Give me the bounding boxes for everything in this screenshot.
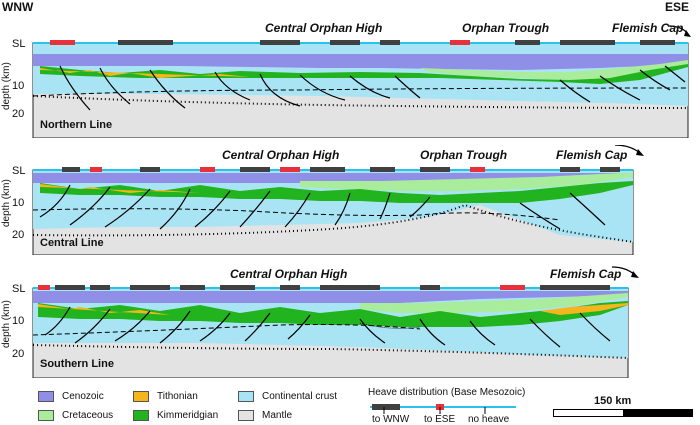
- southern-tick-10: 10: [12, 315, 25, 327]
- central-region-central-orphan-high: Central Orphan High: [222, 148, 340, 162]
- legend-cretaceous: Cretaceous: [38, 410, 113, 421]
- legend-label-kimmeridgian: Kimmeridgian: [157, 410, 219, 421]
- northern-region-flemish-cap: Flemish Cap: [612, 21, 684, 35]
- legend-label-continental-crust: Continental crust: [262, 391, 338, 402]
- legend-tithonian: Tithonian: [133, 391, 198, 402]
- legend-label-cenozoic: Cenozoic: [62, 391, 104, 402]
- panel-southern: Central Orphan High Flemish Cap SL 10 20…: [0, 263, 700, 378]
- southern-region-central-orphan-high: Central Orphan High: [230, 267, 348, 281]
- panel-central: Central Orphan High Orphan Trough Flemis…: [0, 145, 700, 255]
- northern-axis-label: depth (km): [1, 62, 12, 110]
- legend-mantle: Mantle: [238, 410, 292, 421]
- northern-line-label: Northern Line: [40, 119, 113, 131]
- scale-bar: [553, 409, 693, 417]
- heave-label-no-heave: no heave: [468, 414, 510, 425]
- panel-northern: Central Orphan High Orphan Trough Flemis…: [0, 18, 700, 138]
- legend-swatch-kimmeridgian: [133, 410, 149, 421]
- northern-tick-sl: SL: [12, 38, 26, 50]
- heave-title: Heave distribution (Base Mesozoic): [368, 387, 526, 398]
- heave-label-to-ese: to ESE: [424, 414, 456, 425]
- southern-line-label: Southern Line: [40, 358, 114, 370]
- ese-label: ESE: [665, 0, 690, 14]
- legend-label-cretaceous: Cretaceous: [62, 410, 114, 421]
- legend-swatch-cenozoic: [38, 391, 54, 402]
- scale-label: 150 km: [594, 395, 632, 407]
- northern-region-central-orphan-high: Central Orphan High: [265, 21, 383, 35]
- central-tick-10: 10: [12, 197, 25, 209]
- legend-label-tithonian: Tithonian: [157, 391, 198, 402]
- heave-bar-graphic: [370, 404, 516, 414]
- legend-swatch-continental-crust: [238, 391, 254, 402]
- central-line-label: Central Line: [40, 237, 104, 249]
- legend-continental-crust: Continental crust: [238, 391, 337, 402]
- legend-swatch-mantle: [238, 410, 254, 421]
- legend: Cenozoic Cretaceous Tithonian Kimmeridgi…: [0, 383, 700, 425]
- northern-tick-20: 20: [12, 108, 25, 120]
- southern-tick-sl: SL: [12, 283, 26, 295]
- northern-tick-10: 10: [12, 80, 25, 92]
- southern-tick-20: 20: [12, 348, 25, 360]
- central-region-flemish-cap: Flemish Cap: [556, 148, 628, 162]
- legend-swatch-tithonian: [133, 391, 149, 402]
- central-region-orphan-trough: Orphan Trough: [420, 148, 508, 162]
- legend-swatch-cretaceous: [38, 410, 54, 421]
- legend-cenozoic: Cenozoic: [38, 391, 104, 402]
- legend-kimmeridgian: Kimmeridgian: [133, 410, 218, 421]
- southern-region-flemish-cap: Flemish Cap: [550, 267, 622, 281]
- legend-label-mantle: Mantle: [262, 410, 293, 421]
- wnw-label: WNW: [2, 0, 34, 14]
- southern-axis-label: depth (km): [1, 300, 12, 348]
- southern-section-graphic: [32, 266, 639, 378]
- heave-label-to-wnw: to WNW: [372, 414, 410, 425]
- northern-section-graphic: [32, 25, 691, 138]
- northern-region-orphan-trough: Orphan Trough: [462, 21, 550, 35]
- central-tick-sl: SL: [12, 165, 26, 177]
- central-section-graphic: [32, 145, 644, 255]
- central-axis-label: depth (km): [1, 179, 12, 227]
- central-tick-20: 20: [12, 229, 25, 241]
